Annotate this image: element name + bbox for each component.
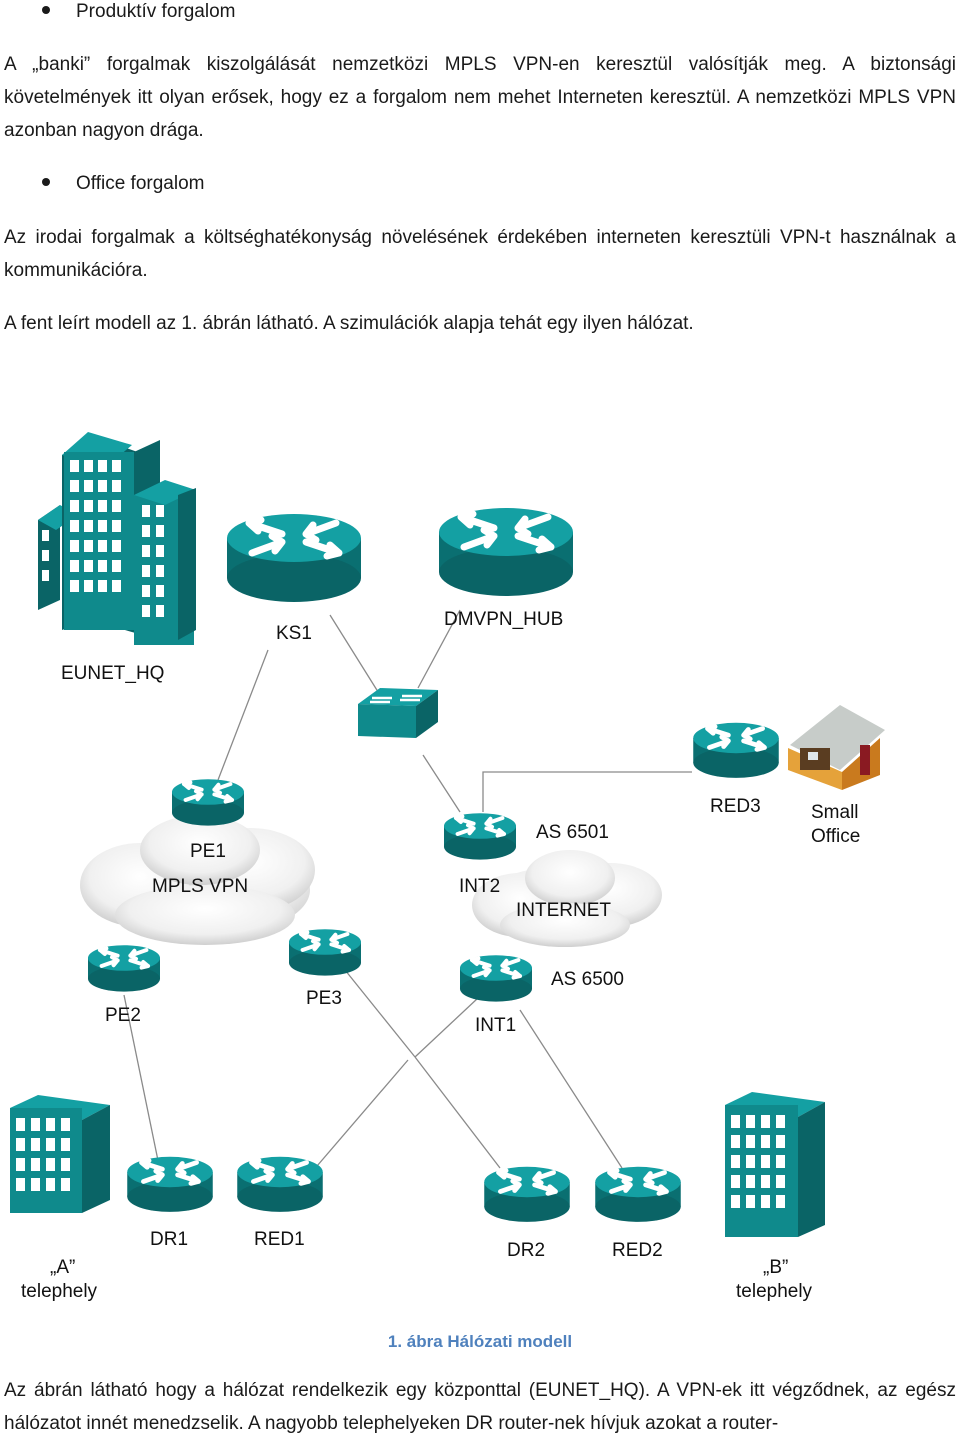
label-red3: RED3: [710, 796, 761, 817]
link-ks1-pe1: [217, 649, 269, 781]
bullet-dot-icon: [42, 5, 50, 14]
router-icon-ks1: [227, 514, 361, 602]
link-hub-switch: [417, 609, 461, 689]
paragraph-banki: A „banki” forgalmak kiszolgálását nemzet…: [4, 54, 956, 141]
label-mpls-vpn: MPLS VPN: [152, 876, 248, 897]
link-switch-int2: [422, 754, 461, 813]
building-icon-site-b: [725, 1092, 825, 1237]
label-internet: INTERNET: [516, 900, 611, 921]
figure-caption: 1. ábra Hálózati modell: [387, 1332, 573, 1351]
label-eunet-hq: EUNET_HQ: [61, 663, 164, 684]
label-site-a-2: telephely: [21, 1281, 98, 1302]
label-site-b-2: telephely: [736, 1281, 813, 1302]
label-site-b-1: „B”: [763, 1257, 788, 1278]
router-icon-dr2: [484, 1167, 570, 1222]
house-icon: [788, 705, 885, 790]
links: [123, 609, 692, 1181]
link-int1-red1: [304, 1059, 409, 1181]
label-small-office-2: Office: [811, 826, 860, 847]
paragraph-model: A fent leírt modell az 1. ábrán látható.…: [4, 313, 694, 334]
label-as6501: AS 6501: [536, 822, 609, 843]
router-icon-dmvpn-hub: [439, 508, 573, 596]
label-site-a-1: „A”: [50, 1257, 75, 1278]
router-icon-red3: [693, 723, 779, 778]
hq-building-icon: [38, 432, 196, 645]
switch-icon: [358, 688, 438, 738]
label-red1: RED1: [254, 1229, 305, 1250]
link-int1-red2: [519, 1009, 623, 1169]
bullet-label: Office forgalom: [76, 173, 205, 194]
link-pe3-dr2: [344, 969, 416, 1058]
bullet-office: Office forgalom: [42, 172, 204, 196]
label-dr1: DR1: [150, 1229, 188, 1250]
router-icon-pe3: [289, 929, 361, 975]
label-red2: RED2: [612, 1240, 663, 1261]
router-icon-int2: [444, 813, 516, 859]
label-dmvpn-hub: DMVPN_HUB: [444, 609, 563, 630]
label-int2: INT2: [459, 876, 500, 897]
link-int2-red3: [482, 771, 692, 812]
router-icon-pe2: [88, 945, 160, 991]
router-icon-red2: [595, 1167, 681, 1222]
link-ks1-switch: [329, 614, 381, 696]
router-icon-pe1: [172, 779, 244, 825]
cloud-icon-internet: [472, 850, 662, 947]
label-as6500: AS 6500: [551, 969, 624, 990]
bullet-dot-icon: [42, 177, 50, 186]
router-icon-int1: [460, 955, 532, 1001]
label-pe2: PE2: [105, 1005, 141, 1026]
label-pe1: PE1: [190, 841, 226, 862]
label-small-office-1: Small: [811, 802, 859, 823]
network-diagram: EUNET_HQ KS1 DMVPN_HUB RED3 Small Office…: [10, 432, 885, 1302]
bullet-label: Produktív forgalom: [76, 1, 236, 22]
link-int1-red1b: [414, 997, 479, 1058]
label-int1: INT1: [475, 1015, 516, 1036]
paragraph-office: Az irodai forgalmak a költséghatékonyság…: [4, 227, 956, 281]
label-pe3: PE3: [306, 988, 342, 1009]
link-pe3-dr2b: [414, 1056, 501, 1169]
link-pe2-dr1: [123, 994, 163, 1181]
paragraph-description: Az ábrán látható hogy a hálózat rendelke…: [4, 1380, 956, 1434]
router-icon-red1: [237, 1157, 323, 1212]
label-dr2: DR2: [507, 1240, 545, 1261]
cloud-icon-mpls: [80, 815, 315, 945]
router-icon-dr1: [127, 1157, 213, 1212]
bullet-produktiv: Produktív forgalom: [42, 0, 235, 24]
building-icon-site-a: [10, 1095, 110, 1213]
label-ks1: KS1: [276, 623, 312, 644]
